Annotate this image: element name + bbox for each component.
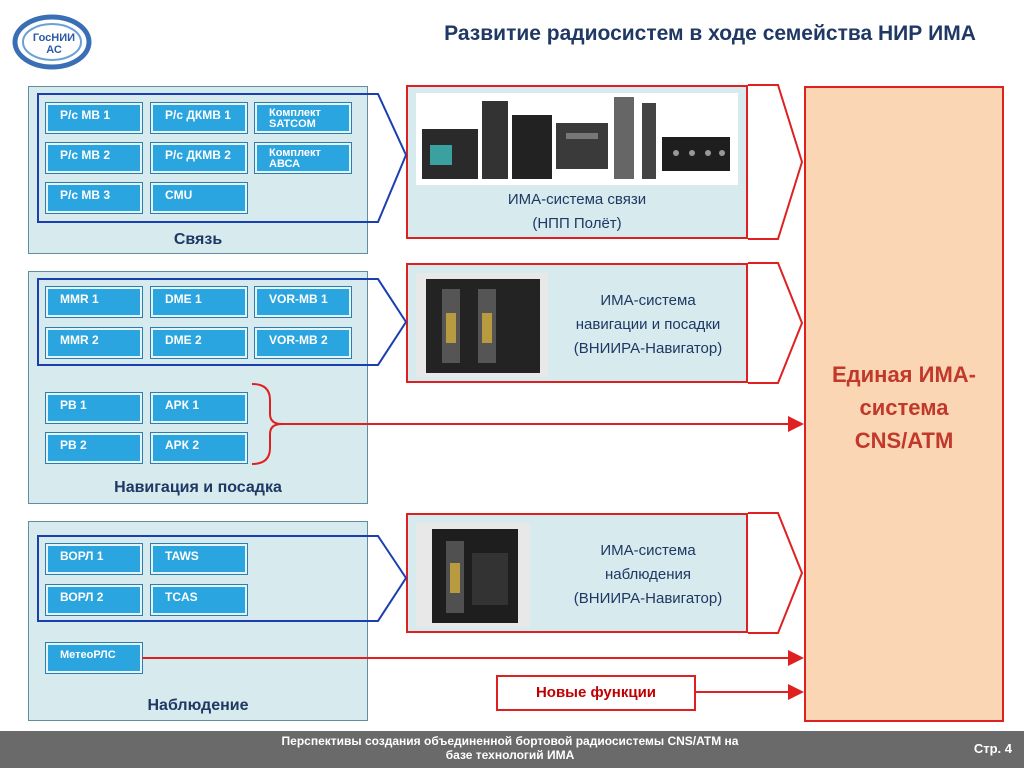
module-rs-dkmv-2[interactable]: Р/с ДКМВ 2 bbox=[150, 142, 248, 174]
module-tcas[interactable]: TCAS bbox=[150, 584, 248, 616]
module-meteo-rls[interactable]: МетеоРЛС bbox=[45, 642, 143, 674]
panel-surv-label: Наблюдение bbox=[147, 697, 249, 714]
module-rs-mv-1[interactable]: Р/с МВ 1 bbox=[45, 102, 143, 134]
module-rv-1[interactable]: РВ 1 bbox=[45, 392, 143, 424]
logo-graphic bbox=[12, 14, 92, 70]
page-number: Стр. 4 bbox=[973, 741, 1012, 756]
system-comm-label: ИМА-система связи (НПП Полёт) bbox=[507, 191, 647, 232]
unified-system-label: Единая ИМА- система CNS/ATM bbox=[832, 362, 976, 453]
module-mmr-1[interactable]: MMR 1 bbox=[45, 286, 143, 318]
unified-system-box: Единая ИМА- система CNS/ATM bbox=[804, 86, 1004, 722]
logo: ГосНИИ АС bbox=[12, 14, 92, 70]
module-vor-mb-1[interactable]: VOR-MB 1 bbox=[254, 286, 352, 318]
footer-bar: Перспективы создания объединенной бортов… bbox=[0, 731, 1024, 768]
system-box-comm: ИМА-система связи (НПП Полёт) bbox=[406, 85, 748, 239]
chevron-comm bbox=[748, 84, 804, 240]
logo-text: ГосНИИ АС bbox=[32, 32, 76, 56]
page-title: Развитие радиосистем в ходе семейства НИ… bbox=[444, 22, 976, 45]
module-ark-1[interactable]: АРК 1 bbox=[150, 392, 248, 424]
chevron-surv bbox=[748, 512, 804, 634]
surveillance-unit-icon bbox=[432, 529, 518, 623]
system-surv-label: ИМА-система наблюдения (ВНИИРА-Навигатор… bbox=[573, 542, 723, 607]
device-image-surv bbox=[416, 523, 530, 627]
module-avsa[interactable]: Комплект АВСА bbox=[254, 142, 352, 174]
module-rs-mv-2[interactable]: Р/с МВ 2 bbox=[45, 142, 143, 174]
module-taws[interactable]: TAWS bbox=[150, 543, 248, 575]
module-satcom[interactable]: Комплект SATCOM bbox=[254, 102, 352, 134]
device-image-comm bbox=[416, 93, 738, 185]
module-rs-mv-3[interactable]: Р/с МВ 3 bbox=[45, 182, 143, 214]
module-dme-2[interactable]: DME 2 bbox=[150, 327, 248, 359]
nav-brace bbox=[251, 383, 283, 465]
new-functions-box[interactable]: Новые функции bbox=[496, 675, 696, 711]
panel-nav-label: Навигация и посадка bbox=[114, 479, 282, 496]
radio-units-icon bbox=[422, 97, 730, 179]
nav-unit-icon bbox=[426, 279, 540, 373]
module-vorl-2[interactable]: ВОРЛ 2 bbox=[45, 584, 143, 616]
system-box-surv: ИМА-система наблюдения (ВНИИРА-Навигатор… bbox=[406, 513, 748, 633]
surv-group-outline bbox=[37, 535, 408, 622]
module-ark-2[interactable]: АРК 2 bbox=[150, 432, 248, 464]
comm-group-outline bbox=[37, 93, 408, 223]
footer-caption: Перспективы создания объединенной бортов… bbox=[281, 734, 739, 762]
module-vorl-1[interactable]: ВОРЛ 1 bbox=[45, 543, 143, 575]
module-rs-dkmv-1[interactable]: Р/с ДКМВ 1 bbox=[150, 102, 248, 134]
module-cmu[interactable]: CMU bbox=[150, 182, 248, 214]
nav-group-outline bbox=[37, 278, 408, 366]
device-image-nav bbox=[416, 273, 548, 377]
system-box-nav: ИМА-система навигации и посадки (ВНИИРА-… bbox=[406, 263, 748, 383]
chevron-nav bbox=[748, 262, 804, 384]
module-mmr-2[interactable]: MMR 2 bbox=[45, 327, 143, 359]
module-rv-2[interactable]: РВ 2 bbox=[45, 432, 143, 464]
module-vor-mb-2[interactable]: VOR-MB 2 bbox=[254, 327, 352, 359]
module-dme-1[interactable]: DME 1 bbox=[150, 286, 248, 318]
system-nav-label: ИМА-система навигации и посадки (ВНИИРА-… bbox=[573, 292, 723, 357]
panel-comm-label: Связь bbox=[173, 231, 223, 248]
